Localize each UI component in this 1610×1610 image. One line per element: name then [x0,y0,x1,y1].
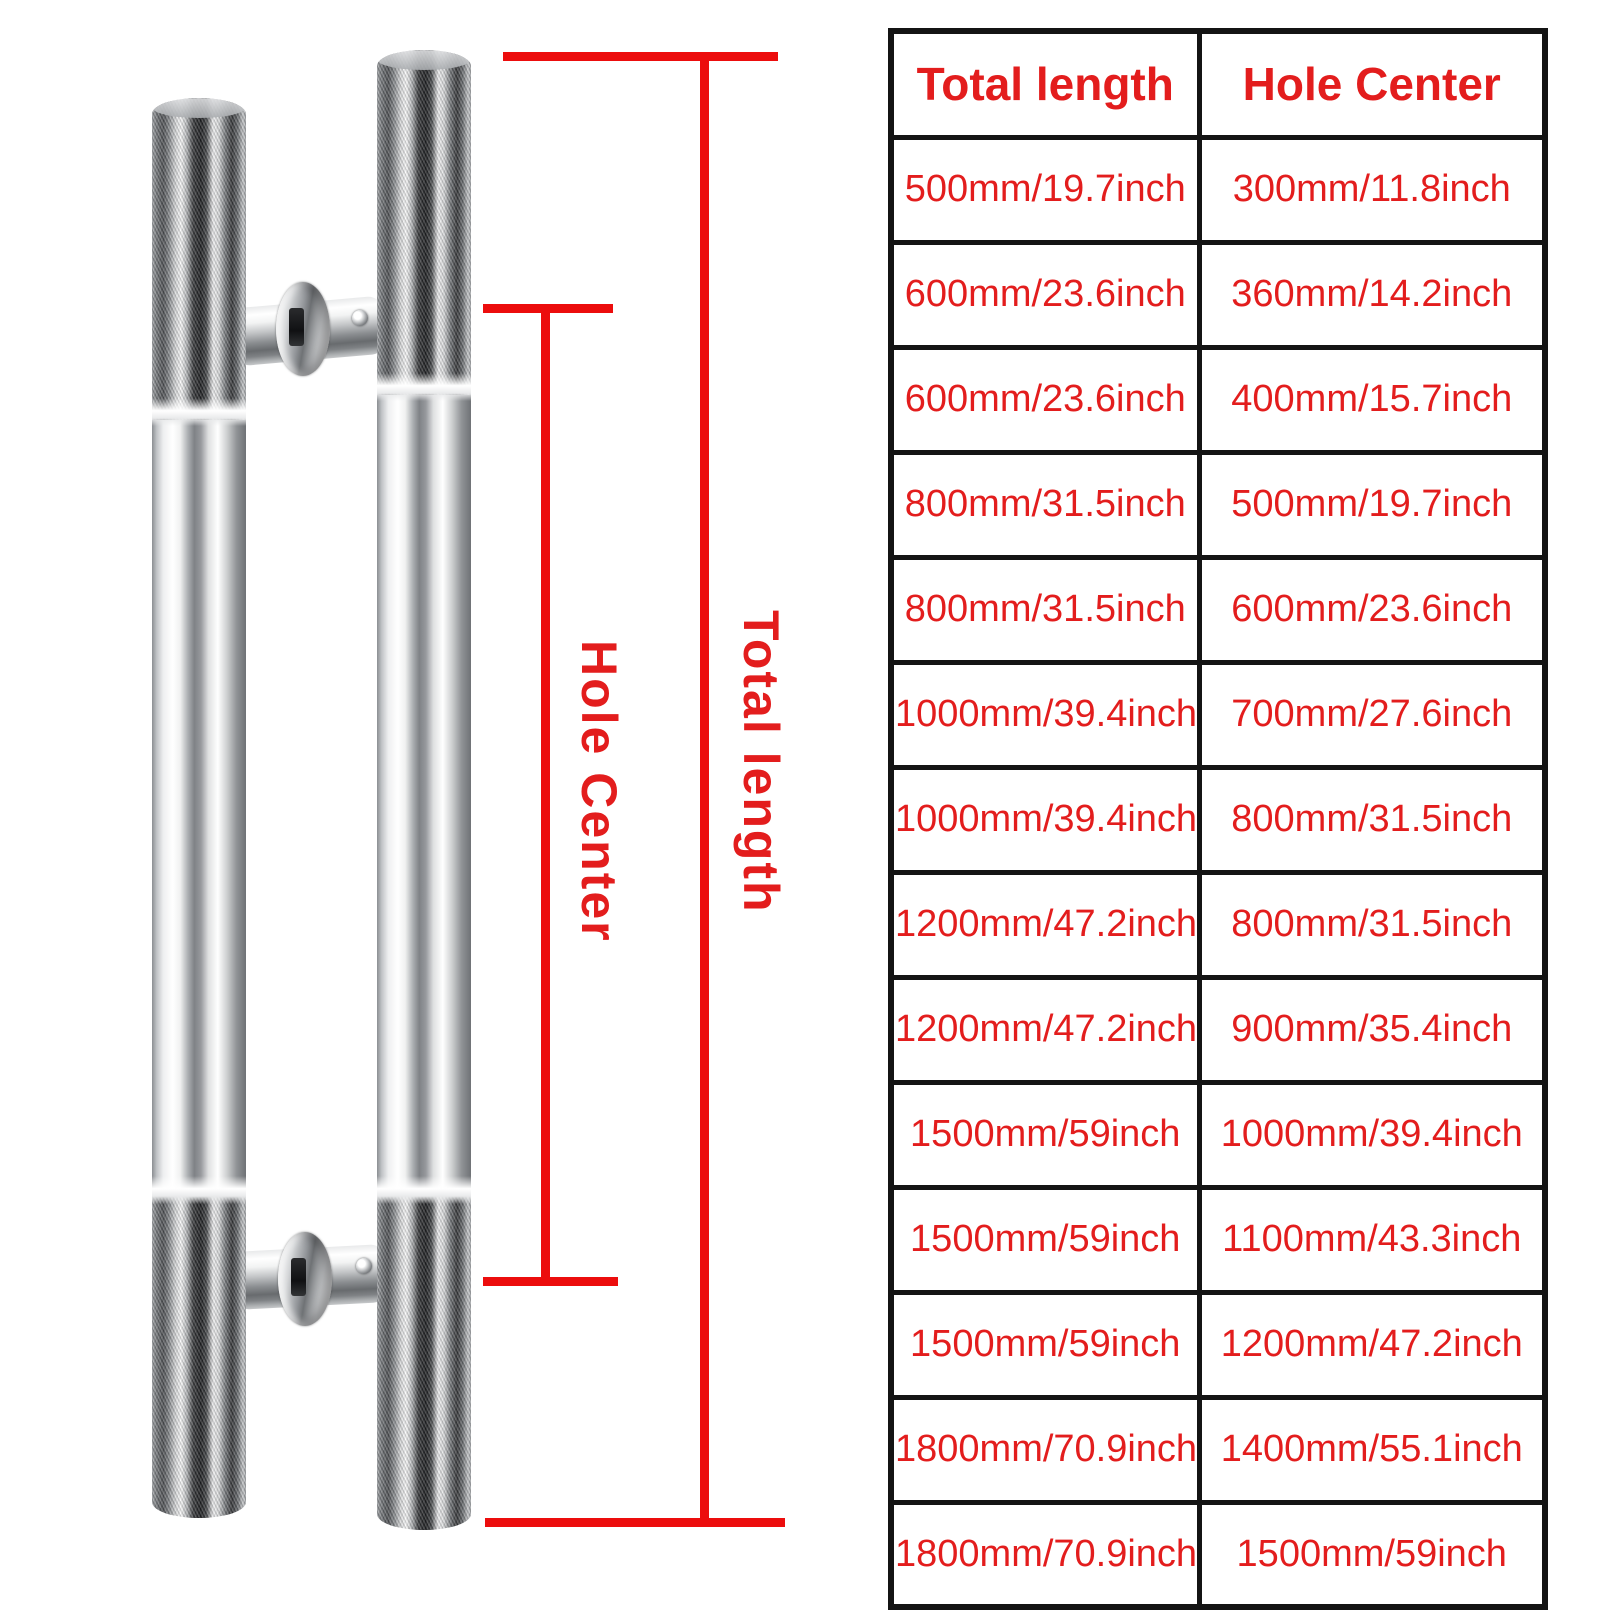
table-cell-total-length: 600mm/23.6inch [888,344,1202,455]
bottom-clamp-slot [291,1258,306,1296]
table-cell-total-length: 1200mm/47.2inch [888,869,1202,980]
right-pipe [377,50,471,1530]
top-clamp-slot [289,308,304,346]
table-cell-total-length: 1500mm/59inch [888,1079,1202,1190]
table-cell-total-length: 1000mm/39.4inch [888,764,1202,875]
left-pipe-knurl-top [152,98,246,420]
table-cell-hole-center: 300mm/11.8inch [1196,134,1548,245]
table-cell-hole-center: 1100mm/43.3inch [1196,1184,1548,1295]
table-cell-hole-center: 1200mm/47.2inch [1196,1289,1548,1400]
table-cell-total-length: 1500mm/59inch [888,1184,1202,1295]
table-row: 600mm/23.6inch 400mm/15.7inch [888,344,1548,455]
table-cell-hole-center: 500mm/19.7inch [1196,449,1548,560]
table-header-row: Total length Hole Center [888,28,1548,140]
table-cell-total-length: 1200mm/47.2inch [888,974,1202,1085]
table-cell-total-length: 800mm/31.5inch [888,554,1202,665]
column-header-hole-center: Hole Center [1196,28,1548,140]
table-cell-total-length: 1500mm/59inch [888,1289,1202,1400]
table-cell-total-length: 800mm/31.5inch [888,449,1202,560]
left-pipe-top-face [153,98,245,118]
right-pipe-transition-band-bottom [377,1176,471,1204]
right-pipe-knurl-top [377,50,471,395]
table-row: 1800mm/70.9inch 1500mm/59inch [888,1499,1548,1610]
total-length-dimension-line [700,52,709,1527]
total-length-label: Total length [733,610,789,914]
hole-center-label: Hole Center [571,640,627,943]
total-length-dimension-cap-bottom [485,1518,785,1527]
table-row: 1200mm/47.2inch 800mm/31.5inch [888,869,1548,980]
right-pipe-transition-band-top [377,373,471,401]
hole-center-dimension-cap-bottom [483,1277,618,1286]
table-row: 1000mm/39.4inch 700mm/27.6inch [888,659,1548,770]
table-cell-hole-center: 600mm/23.6inch [1196,554,1548,665]
table-row: 800mm/31.5inch 600mm/23.6inch [888,554,1548,665]
table-cell-hole-center: 360mm/14.2inch [1196,239,1548,350]
size-table-body: 500mm/19.7inch 300mm/11.8inch 600mm/23.6… [888,134,1548,1610]
table-cell-hole-center: 700mm/27.6inch [1196,659,1548,770]
table-cell-total-length: 1800mm/70.9inch [888,1499,1202,1610]
left-pipe-smooth-middle [152,420,246,1190]
table-cell-hole-center: 800mm/31.5inch [1196,764,1548,875]
table-row: 1500mm/59inch 1000mm/39.4inch [888,1079,1548,1190]
bottom-screw-head [356,1258,372,1274]
bottom-clamp-ring [278,1232,332,1326]
top-clamp-ring [276,282,330,376]
table-row: 1000mm/39.4inch 800mm/31.5inch [888,764,1548,875]
table-row: 500mm/19.7inch 300mm/11.8inch [888,134,1548,245]
table-cell-hole-center: 800mm/31.5inch [1196,869,1548,980]
table-cell-hole-center: 1500mm/59inch [1196,1499,1548,1610]
column-header-total-length: Total length [888,28,1202,140]
table-cell-hole-center: 400mm/15.7inch [1196,344,1548,455]
right-pipe-smooth-middle [377,395,471,1190]
total-length-dimension-cap-top [503,52,778,61]
table-cell-total-length: 1800mm/70.9inch [888,1394,1202,1505]
top-screw-head [352,310,368,326]
left-pipe-transition-band-bottom [152,1176,246,1204]
right-pipe-top-face [378,50,470,70]
table-cell-total-length: 600mm/23.6inch [888,239,1202,350]
right-pipe-knurl-bottom [377,1190,471,1530]
left-pipe [152,98,246,1518]
table-cell-hole-center: 1400mm/55.1inch [1196,1394,1548,1505]
table-row: 800mm/31.5inch 500mm/19.7inch [888,449,1548,560]
size-table: Total length Hole Center 500mm/19.7inch … [888,28,1548,1610]
left-pipe-transition-band-top [152,398,246,426]
table-cell-hole-center: 900mm/35.4inch [1196,974,1548,1085]
left-pipe-knurl-bottom [152,1190,246,1518]
table-row: 1800mm/70.9inch 1400mm/55.1inch [888,1394,1548,1505]
table-row: 1500mm/59inch 1100mm/43.3inch [888,1184,1548,1295]
hole-center-dimension-line [541,306,550,1286]
table-row: 600mm/23.6inch 360mm/14.2inch [888,239,1548,350]
table-row: 1500mm/59inch 1200mm/47.2inch [888,1289,1548,1400]
table-row: 1200mm/47.2inch 900mm/35.4inch [888,974,1548,1085]
table-cell-total-length: 1000mm/39.4inch [888,659,1202,770]
table-cell-total-length: 500mm/19.7inch [888,134,1202,245]
table-cell-hole-center: 1000mm/39.4inch [1196,1079,1548,1190]
